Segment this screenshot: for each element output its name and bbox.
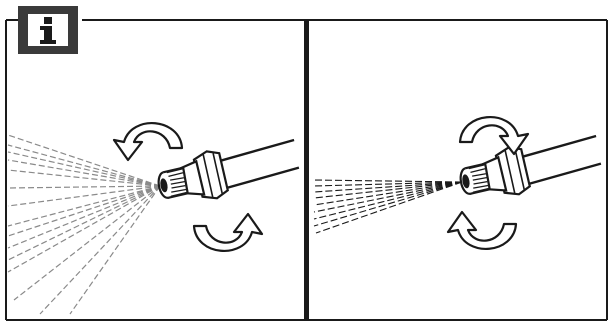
- outer-frame: [5, 19, 608, 321]
- panel-wide-spray: [7, 121, 303, 315]
- info-icon: [40, 17, 56, 44]
- panel-narrow-spray: [313, 115, 605, 251]
- info-badge: [18, 6, 78, 54]
- rotate-arrow-right-top-icon: [458, 115, 530, 156]
- nozzle-right: [455, 130, 605, 206]
- rotate-arrow-right-bottom-icon: [446, 210, 518, 251]
- wide-spray-pattern: [7, 134, 161, 315]
- rotate-arrow-left-bottom-icon: [192, 212, 264, 253]
- narrow-spray-pattern: [313, 179, 463, 234]
- rotate-arrow-left-top-icon: [112, 121, 184, 162]
